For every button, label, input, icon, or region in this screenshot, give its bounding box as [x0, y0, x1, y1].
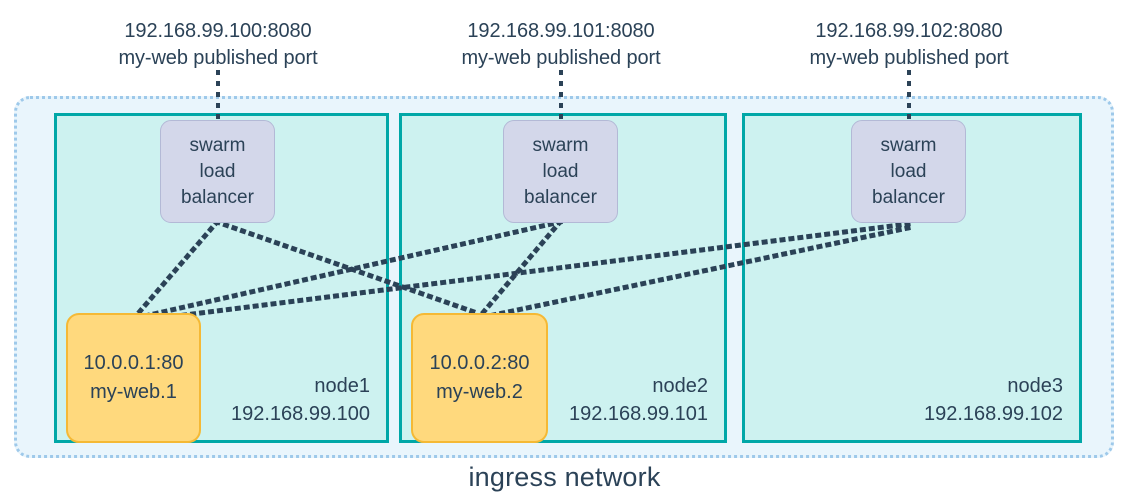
node-caption-node3: node3 192.168.99.102 [924, 372, 1063, 428]
node-ip-node2: 192.168.99.101 [568, 403, 708, 425]
lb-line-1-node1: swarm [189, 134, 246, 156]
published-port-description-node1: my-web published port [118, 47, 318, 69]
node-ip-node3: 192.168.99.102 [923, 403, 1063, 425]
node-ip-node1: 192.168.99.100 [230, 403, 370, 425]
task-address-my-web-1: 10.0.0.1:80 [83, 352, 184, 374]
task-box-my-web-1: 10.0.0.1:80 my-web.1 [66, 313, 201, 443]
lb-line-1-node3: swarm [880, 134, 937, 156]
published-port-address-node3: 192.168.99.102:8080 [815, 20, 1003, 42]
node-name-node2: node2 [652, 375, 708, 397]
published-port-label-node3: 192.168.99.102:8080 my-web published por… [751, 18, 1067, 72]
ingress-network-label: ingress network [468, 462, 661, 492]
lb-line-2-node1: load [199, 160, 236, 182]
node-name-node3: node3 [1007, 375, 1063, 397]
node-caption-node1: node1 192.168.99.100 [231, 372, 370, 428]
published-port-label-node1: 192.168.99.100:8080 my-web published por… [60, 18, 376, 72]
node-name-node1: node1 [314, 375, 370, 397]
published-port-description-node3: my-web published port [809, 47, 1009, 69]
published-port-description-node2: my-web published port [461, 47, 661, 69]
published-port-label-node2: 192.168.99.101:8080 my-web published por… [403, 18, 719, 72]
published-port-address-node2: 192.168.99.101:8080 [467, 20, 655, 42]
lb-line-3-node1: balancer [181, 186, 254, 208]
lb-line-2-node3: load [890, 160, 927, 182]
swarm-load-balancer-node2: swarm load balancer [503, 120, 618, 223]
published-port-address-node1: 192.168.99.100:8080 [124, 20, 312, 42]
task-name-my-web-2: my-web.2 [436, 381, 523, 403]
task-name-my-web-1: my-web.1 [90, 381, 177, 403]
task-address-my-web-2: 10.0.0.2:80 [429, 352, 530, 374]
node-caption-node2: node2 192.168.99.101 [569, 372, 708, 428]
swarm-load-balancer-node3: swarm load balancer [851, 120, 966, 223]
lb-line-3-node3: balancer [872, 186, 945, 208]
lb-line-1-node2: swarm [532, 134, 589, 156]
swarm-load-balancer-node1: swarm load balancer [160, 120, 275, 223]
lb-line-3-node2: balancer [524, 186, 597, 208]
task-box-my-web-2: 10.0.0.2:80 my-web.2 [411, 313, 548, 443]
lb-line-2-node2: load [542, 160, 579, 182]
